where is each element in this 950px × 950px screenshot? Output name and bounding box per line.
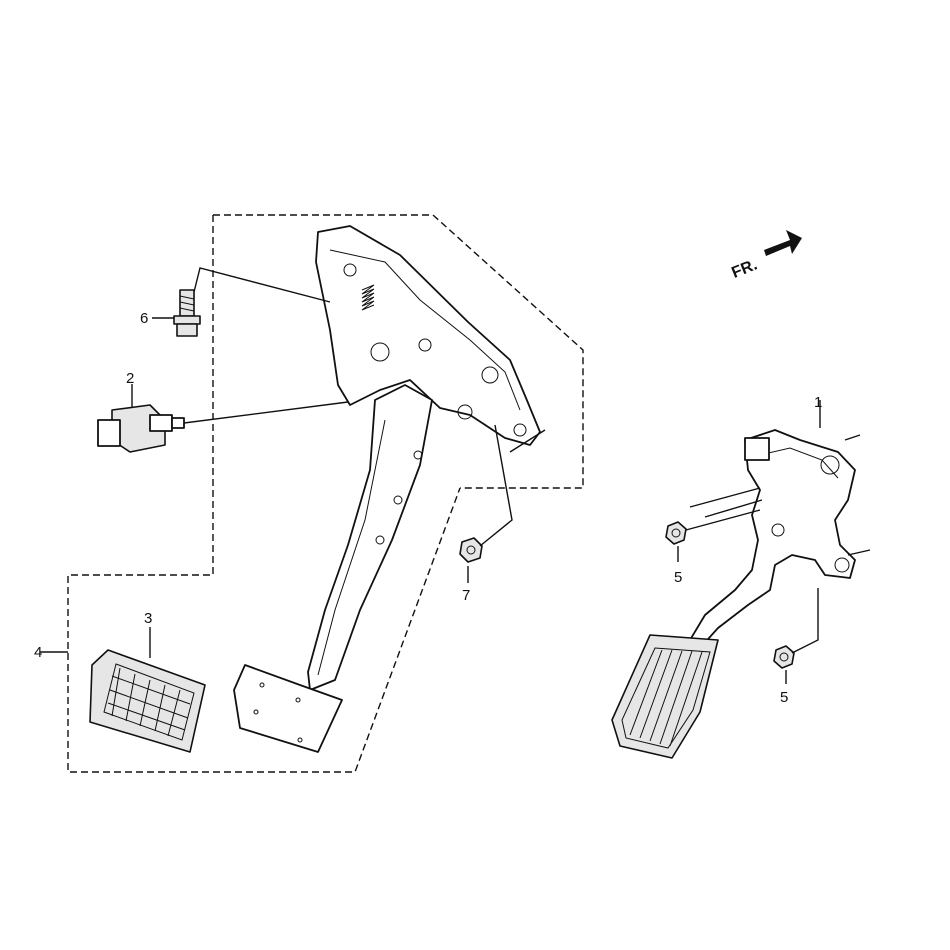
callout-4: 4 xyxy=(34,644,42,661)
callout-2: 2 xyxy=(126,370,134,387)
brake-pedal-group-outline xyxy=(40,214,584,773)
callout-5-upper: 5 xyxy=(674,569,682,586)
front-direction-indicator: FR. xyxy=(729,230,802,282)
pedal-pad-3 xyxy=(89,627,206,753)
callout-6: 6 xyxy=(140,310,148,327)
callout-5-lower: 5 xyxy=(780,689,788,706)
brake-switch-2 xyxy=(97,384,349,453)
nut-5-lower xyxy=(773,588,819,684)
nut-5-upper xyxy=(665,509,761,562)
callout-1: 1 xyxy=(814,394,822,411)
brake-pedal-arm xyxy=(233,225,541,753)
callout-7: 7 xyxy=(462,587,470,604)
callout-3: 3 xyxy=(144,610,152,627)
bolt-6 xyxy=(152,267,331,337)
front-arrow-icon xyxy=(764,230,802,256)
nut-7 xyxy=(459,424,546,583)
direction-label: FR. xyxy=(729,256,759,281)
accelerator-pedal-1 xyxy=(611,400,871,759)
